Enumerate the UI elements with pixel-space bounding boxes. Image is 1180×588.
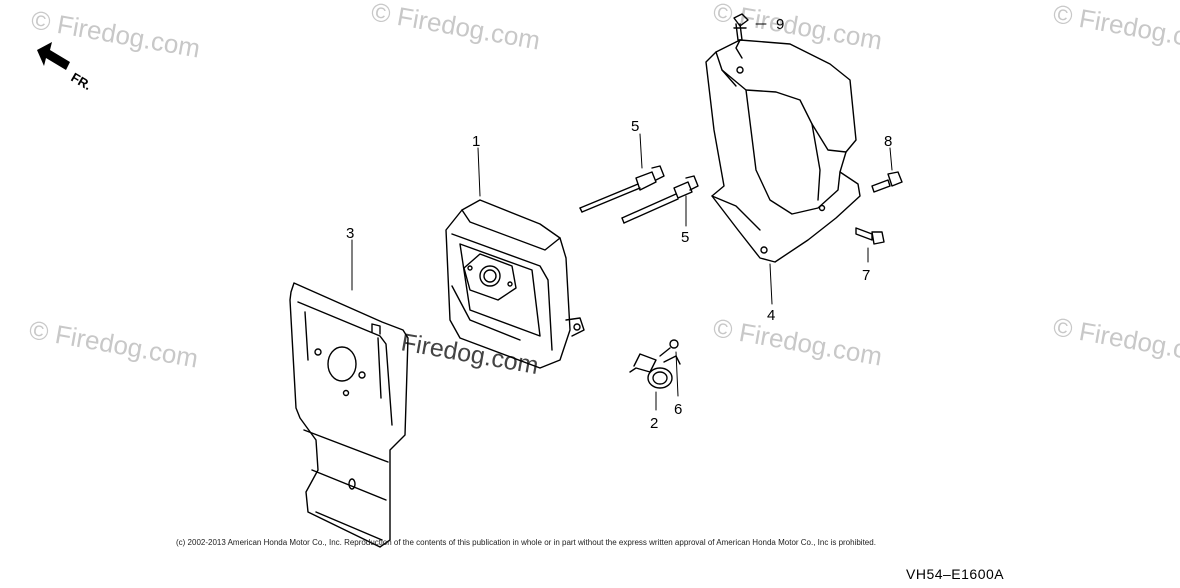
part-number[interactable]: 5 — [681, 229, 689, 246]
part-number[interactable]: 1 — [472, 133, 480, 150]
direction-label: FR. — [69, 70, 95, 93]
cover-bolt-8 — [871, 171, 903, 193]
watermark: © Firedog.com — [369, 0, 543, 56]
copyright-notice: (c) 2002-2013 American Honda Motor Co., … — [176, 538, 876, 547]
watermark: © Firedog.com — [1051, 311, 1180, 370]
flange-bolt — [621, 175, 699, 224]
part-labels: 1 3 5 5 4 9 8 7 2 6 — [346, 16, 892, 432]
diagram-code: VH54–E1600A — [906, 566, 1005, 582]
spark-arrester — [629, 353, 681, 389]
tapping-screw — [659, 339, 679, 357]
part-number[interactable]: 4 — [767, 307, 775, 324]
part-number[interactable]: 7 — [862, 267, 870, 284]
watermark: © Firedog.com — [711, 312, 885, 371]
leader-lines — [351, 23, 893, 411]
flange-bolt — [579, 165, 665, 213]
watermarks: © Firedog.com © Firedog.com © Firedog.co… — [27, 0, 1180, 380]
front-direction-arrow-icon: FR. — [37, 42, 94, 93]
center-watermark: Firedog.com — [399, 328, 541, 380]
watermark: © Firedog.com — [1051, 0, 1180, 58]
muffler-cover — [705, 39, 861, 263]
cover-bolt-7 — [855, 227, 885, 245]
muffler-protector-plate — [289, 282, 409, 548]
part-number[interactable]: 9 — [776, 16, 784, 33]
part-number[interactable]: 6 — [674, 401, 682, 418]
cover-bolt-9 — [733, 13, 749, 41]
part-number[interactable]: 8 — [884, 133, 892, 150]
muffler — [445, 199, 585, 369]
watermark: © Firedog.com — [27, 314, 201, 373]
part-number[interactable]: 2 — [650, 415, 658, 432]
part-number[interactable]: 5 — [631, 118, 639, 135]
part-number[interactable]: 3 — [346, 225, 354, 242]
